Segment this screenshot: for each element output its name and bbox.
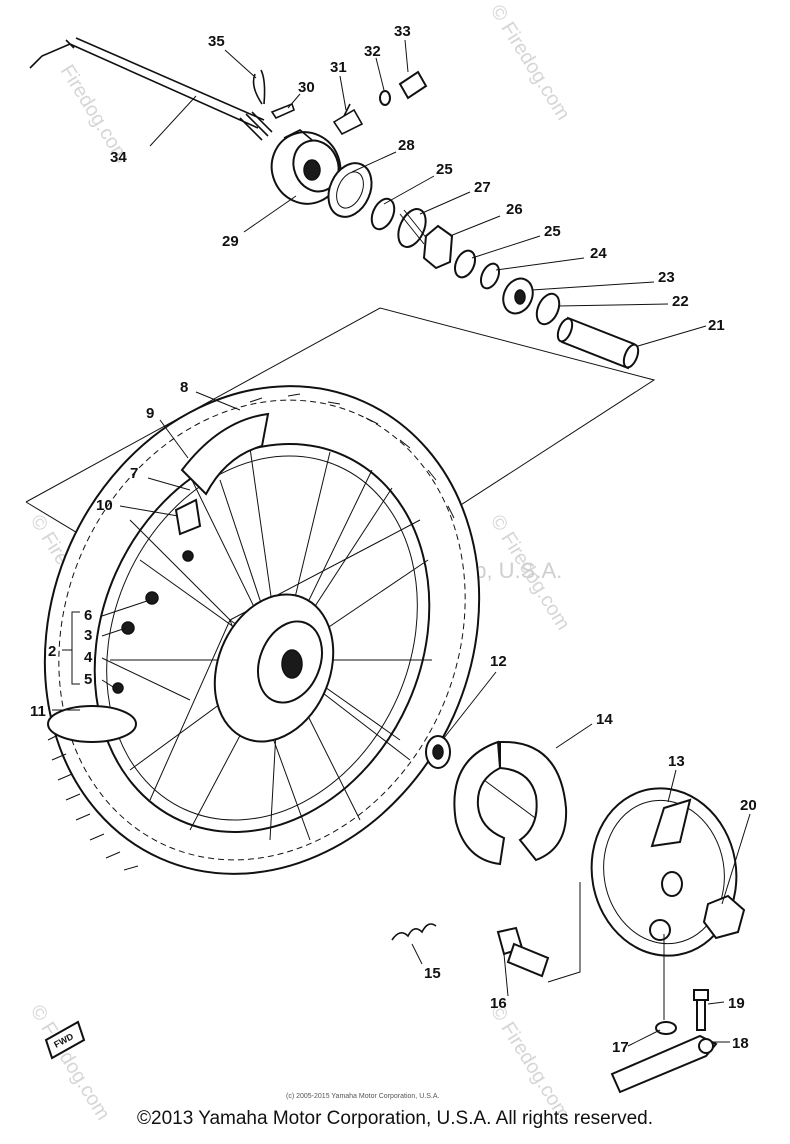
part-brake-shoes xyxy=(453,740,568,866)
callout-33: 33 xyxy=(394,23,411,40)
callout-32: 32 xyxy=(364,43,381,60)
part-circlip-upper xyxy=(370,197,396,231)
part-axle-nut xyxy=(702,894,746,940)
callout-18: 18 xyxy=(732,1035,749,1052)
part-spacer-ring xyxy=(479,262,501,290)
callout-30: 30 xyxy=(298,79,315,96)
callout-28: 28 xyxy=(398,137,415,154)
part-gear-housing xyxy=(270,129,342,205)
callout-7: 7 xyxy=(130,465,138,482)
callout-11: 11 xyxy=(30,703,46,720)
part-retainer xyxy=(422,224,454,270)
callout-27: 27 xyxy=(474,179,491,196)
callout-29: 29 xyxy=(222,233,239,250)
callout-16: 16 xyxy=(490,995,507,1012)
callout-20: 20 xyxy=(740,797,757,814)
part-rim-lock xyxy=(47,705,137,743)
callout-9: 9 xyxy=(146,405,154,422)
part-wheel xyxy=(43,385,481,875)
part-rim-tape xyxy=(180,412,270,496)
callout-35: 35 xyxy=(208,33,225,50)
callout-13: 13 xyxy=(668,753,685,770)
part-cotter-pin xyxy=(252,69,266,105)
fine-print-copyright: (c) 2005-2015 Yamaha Motor Corporation, … xyxy=(286,1093,439,1100)
part-return-spring xyxy=(391,923,437,941)
callout-31: 31 xyxy=(330,59,347,76)
part-brake-panel xyxy=(590,787,738,957)
callout-labels: 35 33 32 31 30 34 28 25 27 29 26 25 24 2… xyxy=(30,23,757,1056)
part-camshaft xyxy=(496,926,550,978)
part-seal-small xyxy=(535,292,561,326)
callout-19: 19 xyxy=(728,995,745,1012)
part-bushing xyxy=(398,70,428,100)
callout-12: 12 xyxy=(490,653,507,670)
copyright-notice: ©2013 Yamaha Motor Corporation, U.S.A. A… xyxy=(137,1108,653,1129)
hub-parts-group xyxy=(29,37,640,370)
part-valve xyxy=(174,498,202,536)
callout-25-lower: 25 xyxy=(544,223,561,240)
callout-26: 26 xyxy=(506,201,523,218)
callout-4: 4 xyxy=(84,649,93,666)
callout-3: 3 xyxy=(84,627,92,644)
callout-23: 23 xyxy=(658,269,675,286)
callout-14: 14 xyxy=(596,711,613,728)
callout-10: 10 xyxy=(96,497,113,514)
callout-22: 22 xyxy=(672,293,689,310)
part-axle xyxy=(29,37,273,141)
part-pin xyxy=(270,102,295,120)
callout-34: 34 xyxy=(110,149,127,166)
callout-25-upper: 25 xyxy=(436,161,453,178)
part-washer-lever xyxy=(655,1021,677,1035)
watermark-bottom-left: © Firedog.com xyxy=(26,1001,114,1124)
leader-lines xyxy=(52,39,751,1047)
part-washer xyxy=(379,90,391,106)
fwd-arrow-badge: FWD xyxy=(44,1020,86,1060)
part-circlip-lower xyxy=(453,249,477,279)
callout-15: 15 xyxy=(424,965,441,982)
part-spacer-tube xyxy=(556,316,640,370)
part-oil-seal xyxy=(327,162,373,218)
callout-17: 17 xyxy=(612,1039,629,1056)
callout-8: 8 xyxy=(180,379,188,396)
part-gear-shaft xyxy=(332,103,364,136)
watermark-bottom-right: © Firedog.com xyxy=(486,1001,574,1124)
tire-tread xyxy=(47,393,455,871)
callout-2: 2 xyxy=(48,643,56,660)
callout-5: 5 xyxy=(84,671,92,688)
callout-24: 24 xyxy=(590,245,607,262)
watermark-top-right: © Firedog.com xyxy=(486,1,574,124)
callout-21: 21 xyxy=(708,317,725,334)
callout-6: 6 xyxy=(84,607,92,624)
part-bolt xyxy=(693,989,709,1031)
